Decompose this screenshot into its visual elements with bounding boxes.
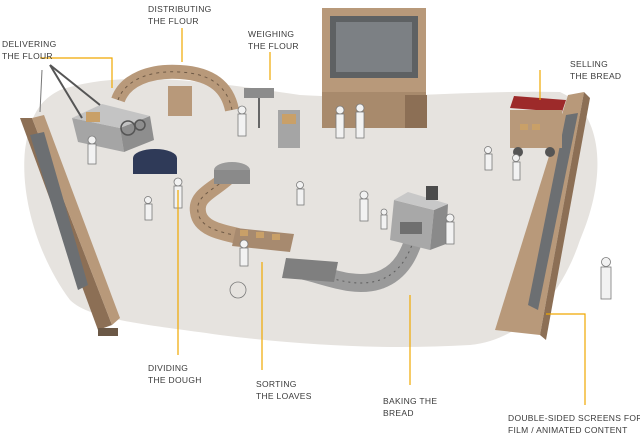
label-distributing-the-flour: DISTRIBUTING THE FLOUR <box>148 3 212 27</box>
label-line: THE FLOUR <box>248 41 299 51</box>
label-line: FILM / ANIMATED CONTENT <box>508 425 628 435</box>
gallery-floor <box>24 78 598 347</box>
bread-cart <box>510 96 566 157</box>
label-line: SELLING <box>570 59 609 69</box>
round-seat-base <box>133 158 177 174</box>
label-line: THE LOAVES <box>256 391 312 401</box>
label-sorting-the-loaves: SORTING THE LOAVES <box>256 378 312 402</box>
baking-conveyor <box>282 233 424 292</box>
label-line: THE FLOUR <box>148 16 199 26</box>
label-selling-the-bread: SELLING THE BREAD <box>570 58 621 82</box>
label-baking-the-bread: BAKING THE BREAD <box>383 395 437 419</box>
leader-delivering <box>40 57 113 88</box>
leader-screens <box>546 313 586 405</box>
dividing-conveyor <box>189 162 250 244</box>
label-dividing-the-dough: DIVIDING THE DOUGH <box>148 362 202 386</box>
label-line: DELIVERING <box>2 39 57 49</box>
distributing-conveyor <box>111 64 239 116</box>
bread-oven <box>390 186 448 250</box>
label-line: THE DOUGH <box>148 375 202 385</box>
label-line: SORTING <box>256 379 297 389</box>
label-weighing-the-flour: WEIGHING THE FLOUR <box>248 28 299 52</box>
label-line: BAKING THE <box>383 396 438 406</box>
label-double-sided-screens: DOUBLE-SIDED SCREENS FOR FILM / ANIMATED… <box>508 412 640 436</box>
label-line: THE FLOUR <box>2 51 53 61</box>
label-line: DIVIDING <box>148 363 189 373</box>
label-line: DISTRIBUTING <box>148 4 212 14</box>
crane-machine <box>39 64 154 152</box>
label-line: WEIGHING <box>248 29 295 39</box>
label-line: THE BREAD <box>570 71 622 81</box>
label-line: DOUBLE-SIDED SCREENS FOR <box>508 413 640 423</box>
right-screen <box>495 92 590 340</box>
label-delivering-the-flour: DELIVERING THE FLOUR <box>2 38 57 62</box>
leader-lines <box>40 28 586 405</box>
left-screen <box>20 115 120 336</box>
label-line: BREAD <box>383 408 414 418</box>
visitor-figures <box>87 103 612 300</box>
weighing-scale <box>244 88 300 148</box>
